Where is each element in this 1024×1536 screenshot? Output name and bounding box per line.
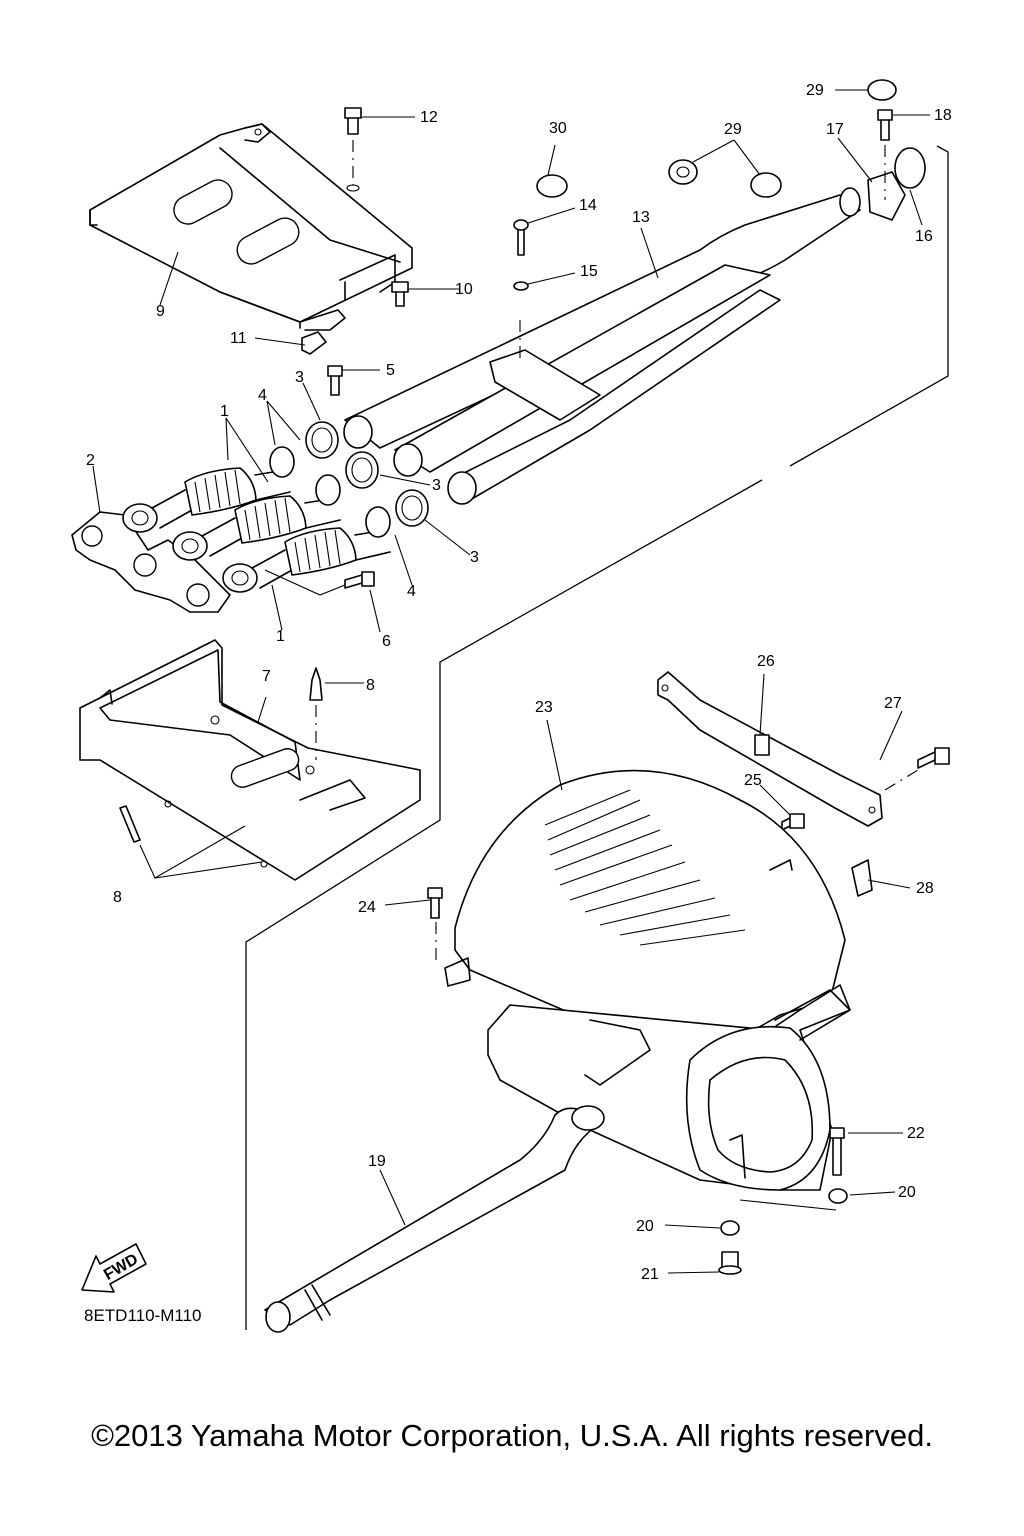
callout-29-mid: 29 <box>724 121 742 138</box>
callout-16: 16 <box>915 228 933 245</box>
bolt-12 <box>344 107 362 192</box>
bracket-26 <box>657 671 883 827</box>
bolt-27 <box>884 747 950 791</box>
exhaust-gaskets <box>71 511 231 613</box>
pipe-gaskets <box>269 446 391 538</box>
bolt-21 <box>718 1251 742 1275</box>
heat-shield-lower <box>79 639 421 881</box>
clamp-17 <box>867 171 906 221</box>
ring-16 <box>894 147 926 189</box>
bracket-11 <box>301 331 327 355</box>
group-boundary-lines <box>245 145 949 1330</box>
callout-20-left: 20 <box>636 1218 654 1235</box>
callout-6: 6 <box>382 633 391 650</box>
callout-22: 22 <box>907 1125 925 1142</box>
callout-12: 12 <box>420 109 438 126</box>
spacer-20-right <box>828 1188 848 1204</box>
callout-29-top: 29 <box>806 82 824 99</box>
callout-24: 24 <box>358 899 376 916</box>
callout-5: 5 <box>386 362 395 379</box>
washer-15 <box>513 281 529 291</box>
copyright-notice: ©2013 Yamaha Motor Corporation, U.S.A. A… <box>91 1418 933 1453</box>
drawing-code: 8ETD110-M110 <box>84 1306 202 1325</box>
bolt-18 <box>877 109 893 200</box>
bolt-6 <box>264 569 375 596</box>
callout-9: 9 <box>156 303 165 320</box>
callout-19: 19 <box>368 1153 386 1170</box>
callout-2: 2 <box>86 452 95 469</box>
callout-8-bottom: 8 <box>113 889 122 906</box>
callout-30: 30 <box>549 120 567 137</box>
callout-13: 13 <box>632 209 650 226</box>
callout-1-bottom: 1 <box>276 628 285 645</box>
callout-4-top: 4 <box>258 387 267 404</box>
tail-pipe <box>264 1105 605 1333</box>
callout-27: 27 <box>884 695 902 712</box>
forward-arrow-icon: FWD <box>81 1243 147 1293</box>
callout-15: 15 <box>580 263 598 280</box>
callout-18: 18 <box>934 107 952 124</box>
bolt-14 <box>513 219 529 256</box>
callout-10: 10 <box>455 281 473 298</box>
callout-3-mid: 3 <box>432 477 441 494</box>
bolt-5 <box>327 365 343 396</box>
callout-23: 23 <box>535 699 553 716</box>
callout-20-right: 20 <box>898 1184 916 1201</box>
callout-3-bottom: 3 <box>470 549 479 566</box>
grommets <box>536 79 897 198</box>
callout-21: 21 <box>641 1266 659 1283</box>
heat-shield-upper <box>89 123 413 331</box>
pipe-clamps <box>305 421 429 527</box>
callout-7: 7 <box>262 668 271 685</box>
callout-11: 11 <box>230 330 247 347</box>
bolt-22 <box>829 1127 845 1176</box>
callout-8-top: 8 <box>366 677 375 694</box>
muffler-body <box>487 984 851 1191</box>
callout-4-bottom: 4 <box>407 583 416 600</box>
spacer-20-left <box>720 1220 740 1236</box>
nut-28 <box>851 859 873 897</box>
muffler-cover <box>444 769 846 1061</box>
callout-26: 26 <box>757 653 775 670</box>
callout-25: 25 <box>744 772 762 789</box>
bolt-10 <box>391 281 409 307</box>
leader-lines <box>92 89 930 1274</box>
callout-labels: 12 10 11 9 5 3 4 1 2 3 3 4 6 1 8 7 8 14 … <box>86 82 952 1283</box>
rivets-8 <box>119 667 323 879</box>
callout-3-top: 3 <box>295 369 304 386</box>
callout-17: 17 <box>826 121 844 138</box>
callout-1-top: 1 <box>220 403 229 420</box>
exhaust-manifold-pipe <box>343 187 861 505</box>
callout-28: 28 <box>916 880 934 897</box>
bolt-24 <box>427 887 443 962</box>
callout-14: 14 <box>579 197 597 214</box>
bolt-25 <box>781 813 805 831</box>
